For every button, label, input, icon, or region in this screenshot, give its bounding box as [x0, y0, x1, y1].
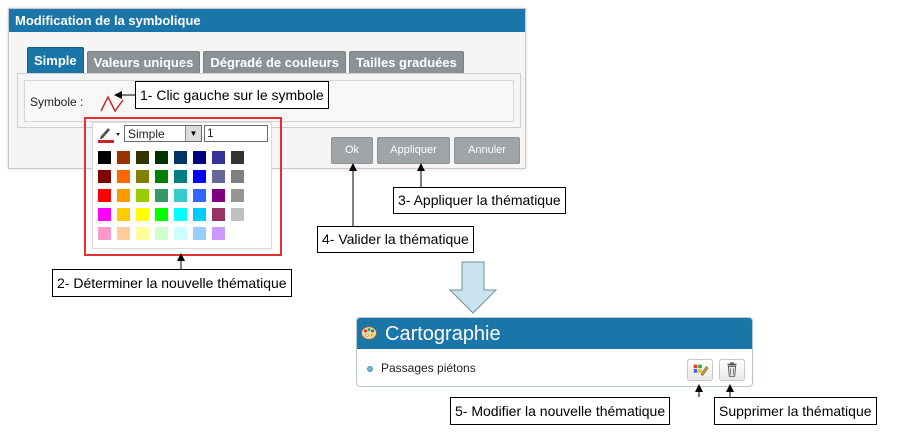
callout-step-5: 5- Modifier la nouvelle thématique — [450, 397, 671, 425]
callout-step-3: 3- Appliquer la thématique — [393, 187, 566, 214]
color-swatch[interactable] — [231, 170, 244, 183]
color-swatch[interactable] — [193, 208, 206, 221]
callout-delete: Supprimer la thématique — [714, 397, 877, 425]
color-swatch[interactable] — [193, 189, 206, 202]
color-swatch[interactable] — [98, 208, 111, 221]
pen-color-icon[interactable] — [97, 125, 121, 143]
apply-button[interactable]: Appliquer — [377, 137, 450, 164]
big-down-arrow — [448, 261, 498, 314]
symbology-dialog: Modification de la symbolique Simple Val… — [8, 8, 526, 169]
palette-icon — [361, 326, 377, 340]
color-swatch[interactable] — [212, 170, 225, 183]
edit-thematic-button[interactable] — [687, 359, 713, 381]
color-swatch[interactable] — [117, 208, 130, 221]
color-swatch[interactable] — [98, 151, 111, 164]
chevron-down-icon[interactable]: ▼ — [185, 126, 201, 141]
color-swatch[interactable] — [212, 189, 225, 202]
color-swatch[interactable] — [155, 189, 168, 202]
color-swatch[interactable] — [98, 189, 111, 202]
tab-bar: Simple Valeurs uniques Dégradé de couleu… — [27, 47, 467, 74]
color-swatch[interactable] — [136, 170, 149, 183]
color-swatch[interactable] — [155, 151, 168, 164]
cartography-panel: Cartographie Passages piétons — [356, 317, 753, 387]
color-swatch[interactable] — [98, 227, 111, 240]
picker-toolbar: Simple ▼ 1 — [93, 123, 271, 145]
line-style-value: Simple — [128, 127, 165, 141]
color-swatch[interactable] — [155, 170, 168, 183]
color-swatch[interactable] — [136, 208, 149, 221]
color-swatch[interactable] — [193, 227, 206, 240]
callout-step-1: 1- Clic gauche sur le symbole — [135, 81, 329, 109]
color-swatch[interactable] — [136, 151, 149, 164]
tab-unique-values[interactable]: Valeurs uniques — [86, 51, 201, 74]
color-swatch[interactable] — [155, 227, 168, 240]
cancel-button[interactable]: Annuler — [454, 137, 520, 164]
color-swatch[interactable] — [212, 227, 225, 240]
layer-name: Passages piétons — [381, 361, 476, 375]
color-swatch[interactable] — [117, 170, 130, 183]
trash-icon — [727, 362, 737, 377]
color-grid — [98, 151, 244, 240]
symbol-label: Symbole : — [30, 95, 84, 109]
dialog-title: Modification de la symbolique — [9, 9, 525, 32]
line-style-select[interactable]: Simple ▼ — [124, 125, 202, 142]
delete-thematic-button[interactable] — [719, 359, 745, 381]
color-swatch[interactable] — [155, 208, 168, 221]
color-swatch[interactable] — [174, 208, 187, 221]
color-swatch[interactable] — [117, 189, 130, 202]
color-swatch[interactable] — [193, 170, 206, 183]
color-swatch[interactable] — [231, 151, 244, 164]
color-swatch[interactable] — [117, 151, 130, 164]
color-picker: Simple ▼ 1 — [92, 122, 272, 249]
color-swatch[interactable] — [174, 170, 187, 183]
color-swatch[interactable] — [231, 208, 244, 221]
color-swatch[interactable] — [174, 227, 187, 240]
color-swatch[interactable] — [212, 208, 225, 221]
color-swatch[interactable] — [98, 170, 111, 183]
color-swatch[interactable] — [117, 227, 130, 240]
tab-simple[interactable]: Simple — [27, 47, 84, 74]
color-swatch[interactable] — [231, 189, 244, 202]
layer-row: Passages piétons — [357, 354, 752, 386]
color-swatch[interactable] — [174, 189, 187, 202]
ok-button[interactable]: Ok — [331, 137, 373, 164]
panel-title: Cartographie — [385, 323, 501, 345]
color-swatch[interactable] — [212, 151, 225, 164]
edit-palette-icon — [693, 364, 709, 376]
tab-graduated-sizes[interactable]: Tailles graduées — [348, 51, 464, 74]
color-swatch[interactable] — [193, 151, 206, 164]
color-swatch[interactable] — [136, 189, 149, 202]
panel-header: Cartographie — [357, 318, 752, 349]
line-symbol-icon[interactable] — [99, 91, 127, 113]
callout-step-4: 4- Valider la thématique — [317, 226, 474, 253]
callout-step-2: 2- Déterminer la nouvelle thématique — [52, 269, 292, 297]
tab-color-gradient[interactable]: Dégradé de couleurs — [203, 51, 346, 74]
layer-bullet — [367, 366, 373, 372]
color-swatch[interactable] — [174, 151, 187, 164]
line-width-input[interactable]: 1 — [204, 125, 268, 142]
color-swatch[interactable] — [136, 227, 149, 240]
